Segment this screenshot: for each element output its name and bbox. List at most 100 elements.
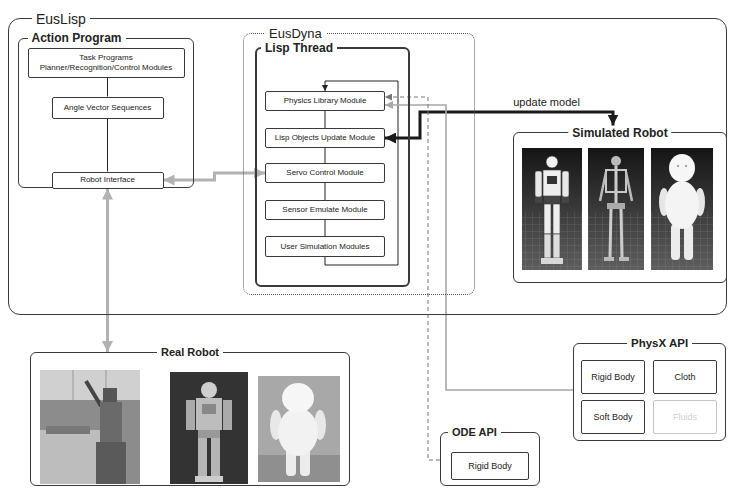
- connector: [325, 111, 326, 128]
- robot-foot: [552, 258, 563, 264]
- panel-background: [588, 148, 644, 270]
- box-label: Soft Body: [593, 412, 632, 423]
- system-frame: Task ProgramsPlanner/Recognition/Control…: [8, 18, 727, 315]
- robot-leg: [684, 224, 693, 260]
- connectors: [108, 78, 614, 461]
- robot-leg: [553, 204, 560, 234]
- program-frame: Task ProgramsPlanner/Recognition/Control…: [18, 38, 194, 188]
- module-box: Sensor Emulate Module: [265, 200, 385, 220]
- edge-label: update model: [510, 96, 583, 109]
- robot-body: [278, 408, 318, 456]
- robot-head: [669, 154, 695, 182]
- robot-foot: [195, 476, 209, 482]
- box-label: User Simulation Modules: [281, 242, 370, 252]
- robot-leg: [198, 438, 207, 478]
- frame-heading: ODE API: [448, 427, 501, 438]
- photo-floor: [258, 455, 340, 482]
- disabled-feature-box: Fluids: [653, 400, 717, 434]
- robot-foot: [619, 257, 629, 261]
- simulated-robot-images: [522, 148, 713, 270]
- robot-pelvis: [607, 203, 625, 209]
- robot-head: [611, 156, 621, 166]
- real-robot-frame: Real Robot: [30, 352, 350, 486]
- frame-heading: PhysX API: [627, 338, 692, 350]
- robot-arm: [86, 381, 101, 406]
- robot-body: [665, 181, 699, 229]
- simulator-frame: Physics Library ModuleLisp Objects Updat…: [243, 33, 475, 295]
- api-frame: Rigid BodyClothSoft BodyFluidsPhysX API: [573, 343, 726, 441]
- module-box: Physics Library Module: [265, 91, 385, 111]
- panel-background: [522, 148, 582, 270]
- box-label: Lisp Objects Update Module: [275, 133, 376, 143]
- connector: [385, 97, 440, 460]
- robot-hand: [535, 197, 542, 203]
- robot-eye: [685, 165, 687, 167]
- robot-pelvis: [544, 196, 560, 204]
- box-label: Sensor Emulate Module: [282, 205, 367, 215]
- simulated-robot-frame: Simulated Robot: [513, 132, 727, 283]
- frame-heading: Real Robot: [157, 347, 223, 358]
- box-label: Rigid Body: [591, 372, 635, 383]
- box-label: Cloth: [674, 372, 695, 383]
- plush-robot-figure: [659, 154, 705, 260]
- floor-grid: [588, 212, 644, 270]
- connector: [106, 189, 109, 353]
- connector: [325, 148, 326, 163]
- photo-background: [40, 370, 140, 484]
- robot-arm: [562, 171, 569, 197]
- box-label: Angle Vector Sequences: [64, 103, 152, 113]
- robot-head: [103, 388, 117, 402]
- skeleton-robot-figure: [600, 156, 632, 261]
- robot-hand: [562, 197, 569, 203]
- robot-head: [282, 383, 314, 413]
- robot-chest: [547, 176, 557, 184]
- box-label: Planner/Recognition/Control Modules: [40, 63, 173, 73]
- thread-frame: Physics Library ModuleLisp Objects Updat…: [255, 47, 410, 287]
- module-box: Servo Control Module: [265, 163, 385, 183]
- robot-leg: [211, 438, 220, 478]
- connector: [325, 183, 326, 200]
- robot-eye: [677, 165, 679, 167]
- floor-grid: [522, 212, 582, 270]
- module-box: Lisp Objects Update Module: [265, 128, 385, 148]
- robot-arm: [535, 171, 542, 197]
- photo-background: [170, 372, 248, 484]
- panel-background: [651, 148, 713, 270]
- robot-ribs: [606, 170, 626, 192]
- photo-background: [258, 376, 340, 482]
- connector: [107, 78, 108, 97]
- robot-foot: [604, 257, 614, 261]
- feature-box: Soft Body: [581, 400, 645, 434]
- interface-box: Robot Interface: [52, 172, 164, 189]
- frame-heading: Simulated Robot: [568, 127, 671, 139]
- robot-torso: [543, 170, 561, 196]
- robot-torso: [196, 398, 222, 430]
- frame-heading: Action Program: [28, 32, 126, 44]
- feature-box: Rigid Body: [581, 360, 645, 394]
- robot-arm: [223, 400, 232, 430]
- frame-heading: Lisp Thread: [261, 42, 337, 54]
- box-label: Task Programs: [79, 53, 132, 63]
- kitchen-counter: [40, 430, 100, 484]
- connector: [385, 105, 573, 390]
- robot-pelvis: [198, 430, 220, 438]
- robot-base: [96, 442, 126, 484]
- robot-shin: [553, 234, 560, 258]
- robot-arm: [186, 400, 195, 430]
- robot-foot: [209, 476, 223, 482]
- robot-leg: [621, 209, 622, 258]
- process-box: Angle Vector Sequences: [52, 97, 164, 119]
- humanoid-robot-figure: [535, 156, 569, 264]
- connector: [164, 173, 266, 180]
- task-box: Task ProgramsPlanner/Recognition/Control…: [28, 48, 185, 78]
- feature-box: Rigid Body: [451, 452, 529, 480]
- module-box: User Simulation Modules: [265, 236, 385, 257]
- robot-foot: [541, 258, 552, 264]
- api-frame: Rigid BodyODE API: [440, 432, 540, 486]
- box-label: Fluids: [673, 412, 697, 423]
- robot-arm: [600, 172, 606, 201]
- frame-heading: EusDyna: [265, 27, 326, 40]
- connector: [325, 220, 326, 236]
- connector: [107, 119, 108, 172]
